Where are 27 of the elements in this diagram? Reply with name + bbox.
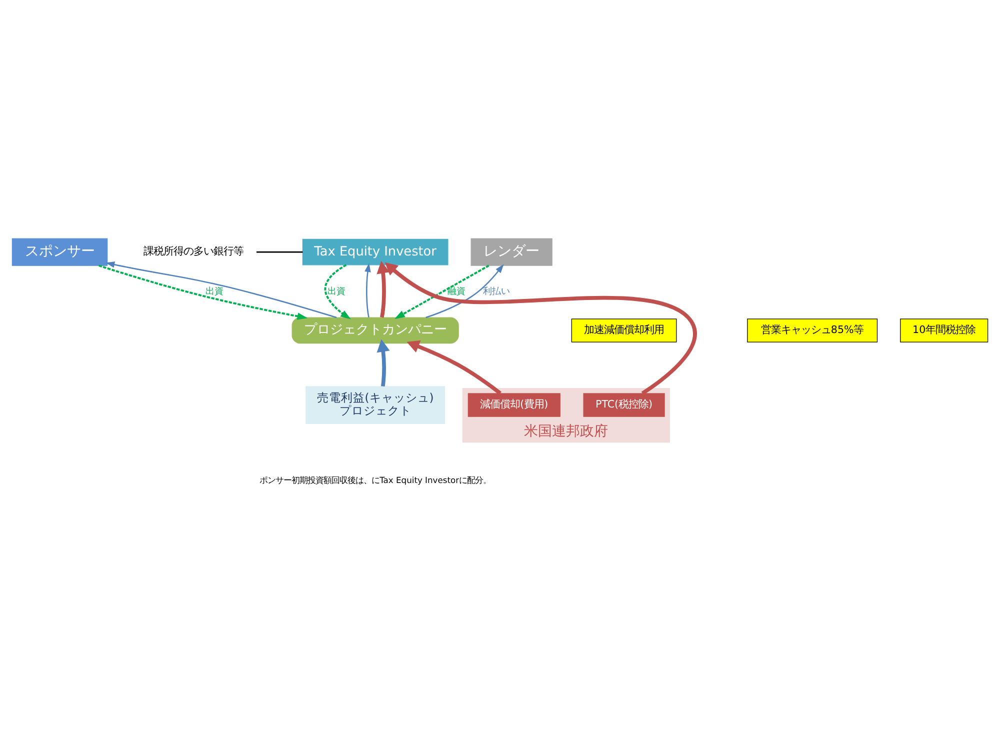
node-box: PTC(税控除)	[582, 393, 664, 417]
arrow	[324, 264, 350, 320]
arrow	[364, 263, 370, 318]
connector	[256, 251, 302, 253]
node-box: 売電利益(キャッシュ) プロジェクト	[305, 386, 445, 424]
edge-label: 融資	[447, 286, 466, 297]
node-box: スポンサー	[11, 238, 108, 266]
node-box: 減価償却(費用)	[467, 393, 560, 417]
arrow	[406, 340, 501, 395]
node-text: 課税所得の多い銀行等	[142, 246, 243, 258]
arrow	[376, 339, 390, 387]
node-box: 加速減価償却利用	[570, 318, 676, 342]
edge-label: 出資	[326, 286, 345, 297]
node-box: 10年間税控除	[900, 318, 988, 342]
node-box: プロジェクトカンパニー	[291, 317, 458, 344]
edge-label: 出資	[204, 286, 223, 297]
node-box: レンダー	[470, 238, 552, 266]
node-box: 営業キャッシュ85%等	[746, 318, 878, 342]
arrow	[376, 260, 390, 318]
node-box: Tax Equity Investor	[302, 238, 448, 266]
arrow	[425, 264, 504, 318]
arrow	[98, 264, 308, 320]
arrow	[384, 262, 696, 395]
arrow	[105, 262, 336, 318]
label: ポンサー初期投資額回収後は、にTax Equity Investorに配分。	[259, 475, 491, 486]
arrow	[394, 264, 489, 319]
edge-label: 利払い	[482, 286, 510, 297]
